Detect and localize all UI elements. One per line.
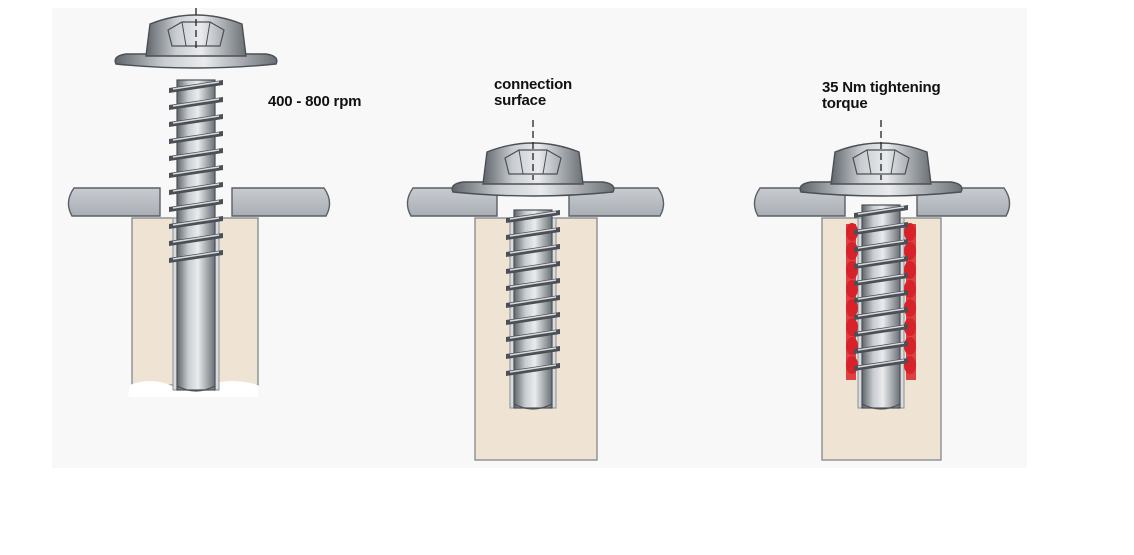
thread-highlight	[509, 279, 557, 288]
label-rpm: 400 - 800 rpm	[268, 93, 362, 110]
screw-flange	[451, 181, 615, 197]
thread-highlight	[857, 257, 905, 266]
label-tightening-torque: 35 Nm tightening torque	[822, 79, 941, 112]
hex-edge	[181, 21, 187, 47]
thread-highlight	[857, 274, 905, 283]
thread-highlight	[172, 149, 220, 158]
thread-highlight	[857, 291, 905, 300]
thread-highlight	[857, 342, 905, 351]
thread-highlight	[509, 330, 557, 339]
plate-left	[753, 187, 846, 217]
screw-tip-edge	[513, 403, 553, 410]
panel-driving	[67, 8, 331, 397]
thread-highlight	[857, 206, 905, 215]
thread-highlight	[857, 240, 905, 249]
plate-right	[916, 187, 1011, 217]
thread-highlight	[857, 359, 905, 368]
hex-edge	[866, 149, 872, 175]
formed-band-left	[846, 224, 856, 380]
thread-highlight	[172, 183, 220, 192]
thread-highlight	[172, 200, 220, 209]
thread-highlight	[509, 228, 557, 237]
thread-highlight	[172, 217, 220, 226]
screw-tip-edge	[176, 385, 216, 392]
screw-head	[830, 142, 932, 185]
screw-flange	[114, 53, 278, 69]
thread-highlight	[172, 166, 220, 175]
plate-right	[231, 187, 331, 217]
hex-edge	[890, 149, 896, 175]
thread-highlight	[172, 132, 220, 141]
hex-edge	[542, 149, 548, 175]
thread-highlight	[509, 245, 557, 254]
thread-highlight	[857, 325, 905, 334]
thread-highlight	[172, 251, 220, 260]
panel-seating	[406, 120, 665, 461]
thread-highlight	[172, 234, 220, 243]
screw-tip-edge	[861, 403, 901, 410]
hex-edge	[518, 149, 524, 175]
thread-highlight	[509, 347, 557, 356]
thread-highlight	[509, 262, 557, 271]
thread-highlight	[857, 223, 905, 232]
screw-core	[513, 209, 553, 409]
plate-right	[568, 187, 665, 217]
plate-left	[406, 187, 498, 217]
thread-highlight	[509, 313, 557, 322]
screw-core	[861, 204, 901, 409]
screw-head	[482, 142, 584, 185]
label-connection-surface: connection surface	[494, 76, 573, 109]
thread-highlight	[857, 308, 905, 317]
formed-band-right	[906, 224, 916, 380]
thread-highlight	[509, 296, 557, 305]
hex-edge	[205, 21, 211, 47]
thread-highlight	[172, 115, 220, 124]
thread-highlight	[509, 211, 557, 220]
thread-highlight	[172, 98, 220, 107]
screw-flange	[799, 181, 963, 197]
thread-highlight	[509, 364, 557, 373]
plate-left	[67, 187, 161, 217]
screw-core	[176, 79, 216, 391]
panel-tightening	[753, 120, 1011, 461]
thread-highlight	[172, 81, 220, 90]
